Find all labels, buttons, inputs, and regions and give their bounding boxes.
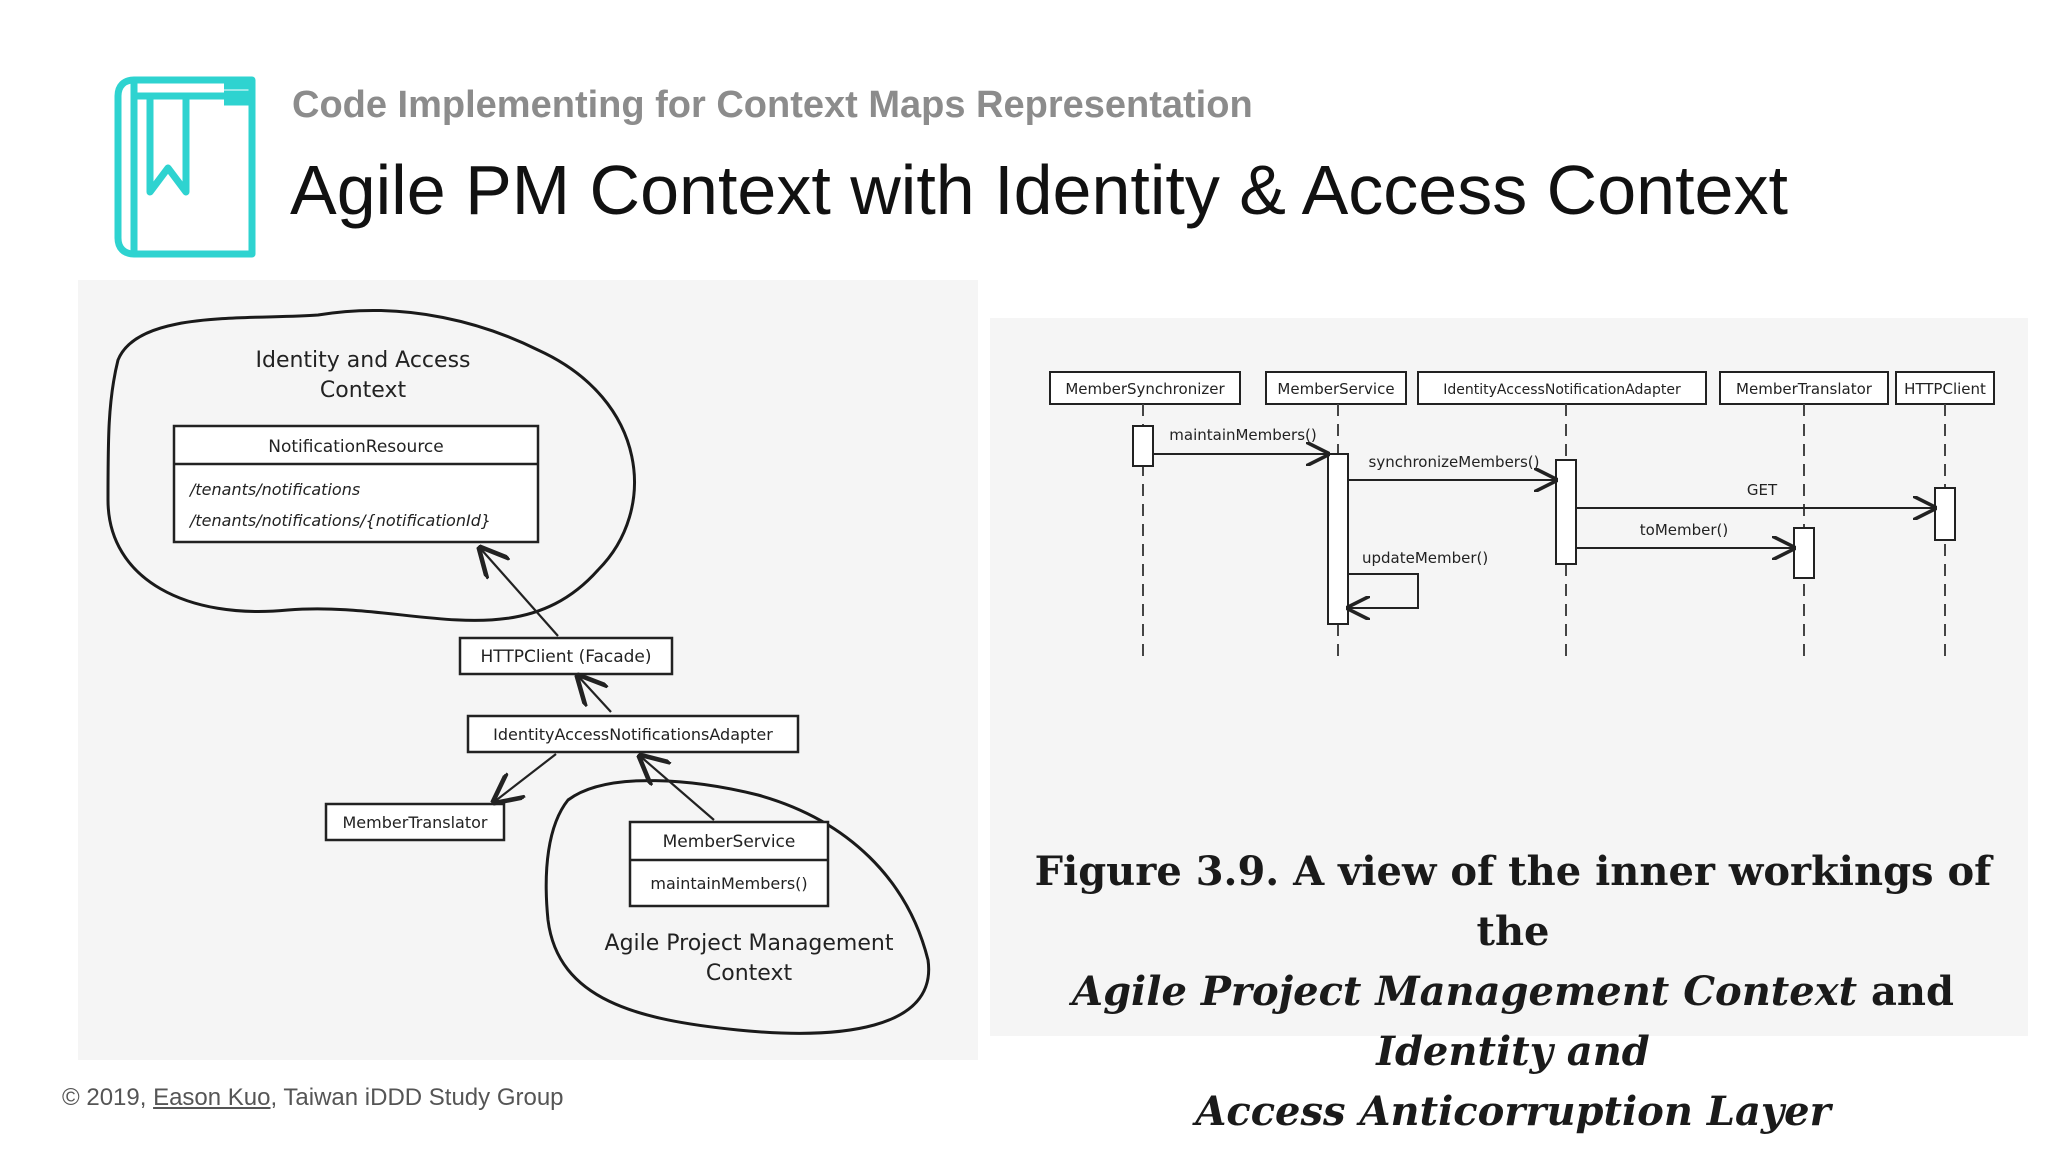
http-client-facade: HTTPClient (Facade) (480, 647, 651, 667)
endpoint-2: /tenants/notifications/{notificationId} (188, 511, 491, 530)
context-map-diagram: Identity and Access Context Notification… (78, 280, 978, 1060)
caption-prefix: Figure 3.9. A view of the inner workings… (1034, 848, 1992, 955)
maintain-members-method: maintainMembers() (650, 874, 807, 893)
footer-group: , Taiwan iDDD Study Group (270, 1084, 564, 1111)
caption-identity: Identity and (1376, 1028, 1650, 1075)
endpoint-1: /tenants/notifications (188, 480, 360, 499)
identity-context-label: Identity and Access (255, 348, 470, 373)
footer-copyright: © 2019, (62, 1084, 154, 1111)
figure-caption: Figure 3.9. A view of the inner workings… (1008, 842, 2018, 1142)
slide-subtitle: Code Implementing for Context Maps Repre… (292, 84, 1253, 126)
participant-http-client: HTTPClient (1904, 380, 1986, 398)
message-maintain-members: maintainMembers() (1169, 426, 1316, 444)
participant-member-service: MemberService (1277, 380, 1394, 398)
book-bookmark-icon (114, 76, 256, 258)
message-to-member: toMember() (1640, 521, 1728, 539)
member-translator-box: MemberTranslator (343, 813, 488, 832)
adapter-box: IdentityAccessNotificationsAdapter (493, 725, 773, 744)
message-get: GET (1747, 481, 1778, 499)
slide-title: Agile PM Context with Identity & Access … (290, 151, 1788, 229)
caption-and: and (1870, 968, 1954, 1015)
caption-acl: Access Anticorruption Layer (1195, 1088, 1831, 1135)
participant-identity-access-notification-adapter: IdentityAccessNotificationAdapter (1443, 382, 1681, 398)
sequence-diagram: MemberSynchronizer MemberService Identit… (990, 318, 2028, 1036)
footer: © 2019, Eason Kuo, Taiwan iDDD Study Gro… (62, 1084, 564, 1112)
participant-member-translator: MemberTranslator (1736, 380, 1873, 398)
notification-resource-name: NotificationResource (268, 437, 444, 457)
agile-context-boundary (544, 779, 931, 1035)
caption-agile-context: Agile Project Management Context (1072, 968, 1858, 1015)
member-service-box: MemberService (663, 832, 796, 852)
identity-context-boundary (106, 309, 636, 622)
agile-context-label-2: Context (706, 961, 793, 986)
message-synchronize-members: synchronizeMembers() (1369, 453, 1540, 471)
author-link[interactable]: Eason Kuo (153, 1084, 271, 1111)
participant-member-synchronizer: MemberSynchronizer (1065, 380, 1225, 398)
message-update-member: updateMember() (1362, 549, 1488, 567)
identity-context-label-2: Context (320, 378, 407, 403)
agile-context-label: Agile Project Management (605, 931, 894, 956)
